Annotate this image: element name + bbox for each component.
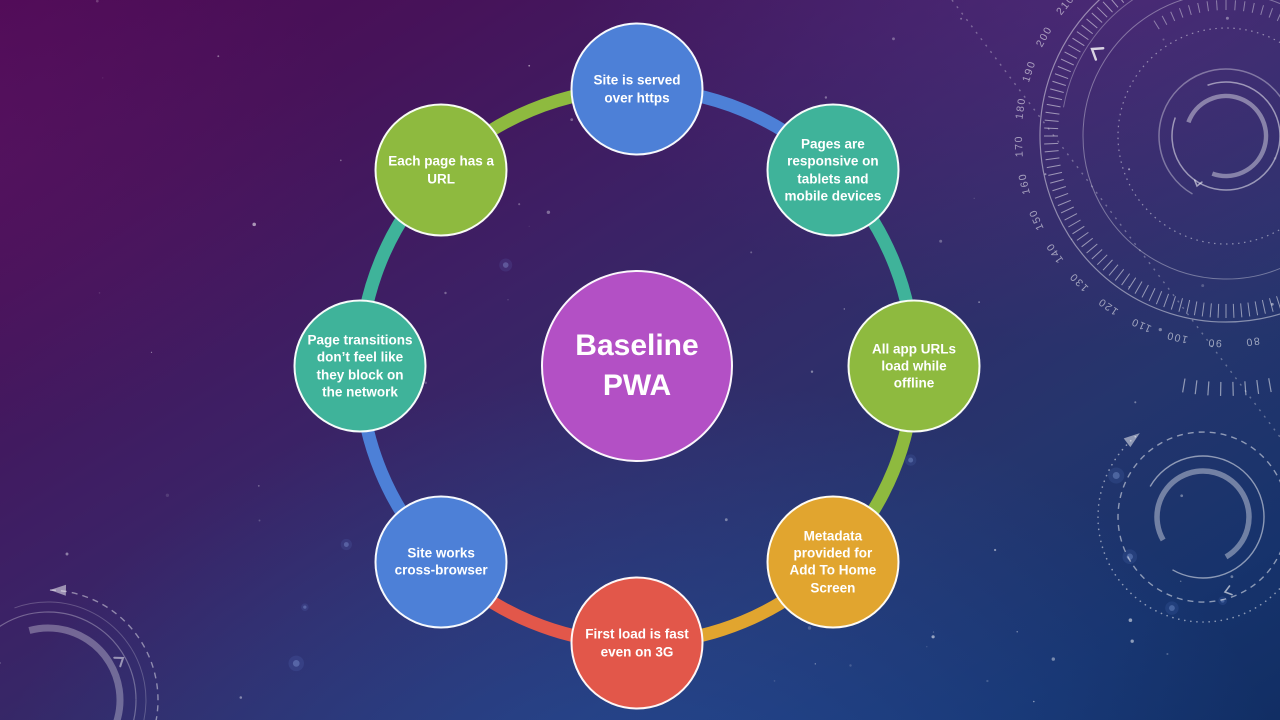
center-node-label: Baseline PWA <box>575 329 699 402</box>
svg-text:170: 170 <box>1013 135 1026 158</box>
cycle-node-fast-3g: First load is fast even on 3G <box>570 576 704 710</box>
center-node-baseline-pwa: Baseline PWA <box>541 270 733 462</box>
cycle-node-label: Metadata provided for Add To Home Screen <box>789 528 877 596</box>
cycle-node-label: Page transitions don’t feel like they bl… <box>307 332 413 400</box>
cycle-node-label: First load is fast even on 3G <box>585 626 689 659</box>
cycle-node-cross-browser: Site works cross-browser <box>374 495 508 629</box>
cycle-node-label: Each page has a URL <box>388 153 495 187</box>
svg-text:90: 90 <box>1207 336 1222 349</box>
svg-text:100: 100 <box>1165 329 1189 346</box>
cycle-node-label: All app URLs load while offline <box>871 341 956 391</box>
cycle-node-transitions: Page transitions don’t feel like they bl… <box>293 299 427 433</box>
cycle-node-offline-urls: All app URLs load while offline <box>847 299 981 433</box>
svg-text:180: 180 <box>1013 97 1028 120</box>
cycle-node-label: Site works cross-browser <box>394 545 488 578</box>
cycle-node-label: Site is served over https <box>593 72 681 105</box>
cycle-node-label: Pages are responsive on tablets and mobi… <box>784 136 882 204</box>
cycle-node-served-https: Site is served over https <box>570 22 704 156</box>
svg-text:80: 80 <box>1244 334 1260 348</box>
cycle-node-metadata-a2hs: Metadata provided for Add To Home Screen <box>766 495 900 629</box>
cycle-node-responsive: Pages are responsive on tablets and mobi… <box>766 103 900 237</box>
cycle-node-page-url: Each page has a URL <box>374 103 508 237</box>
svg-text:160: 160 <box>1016 172 1033 196</box>
